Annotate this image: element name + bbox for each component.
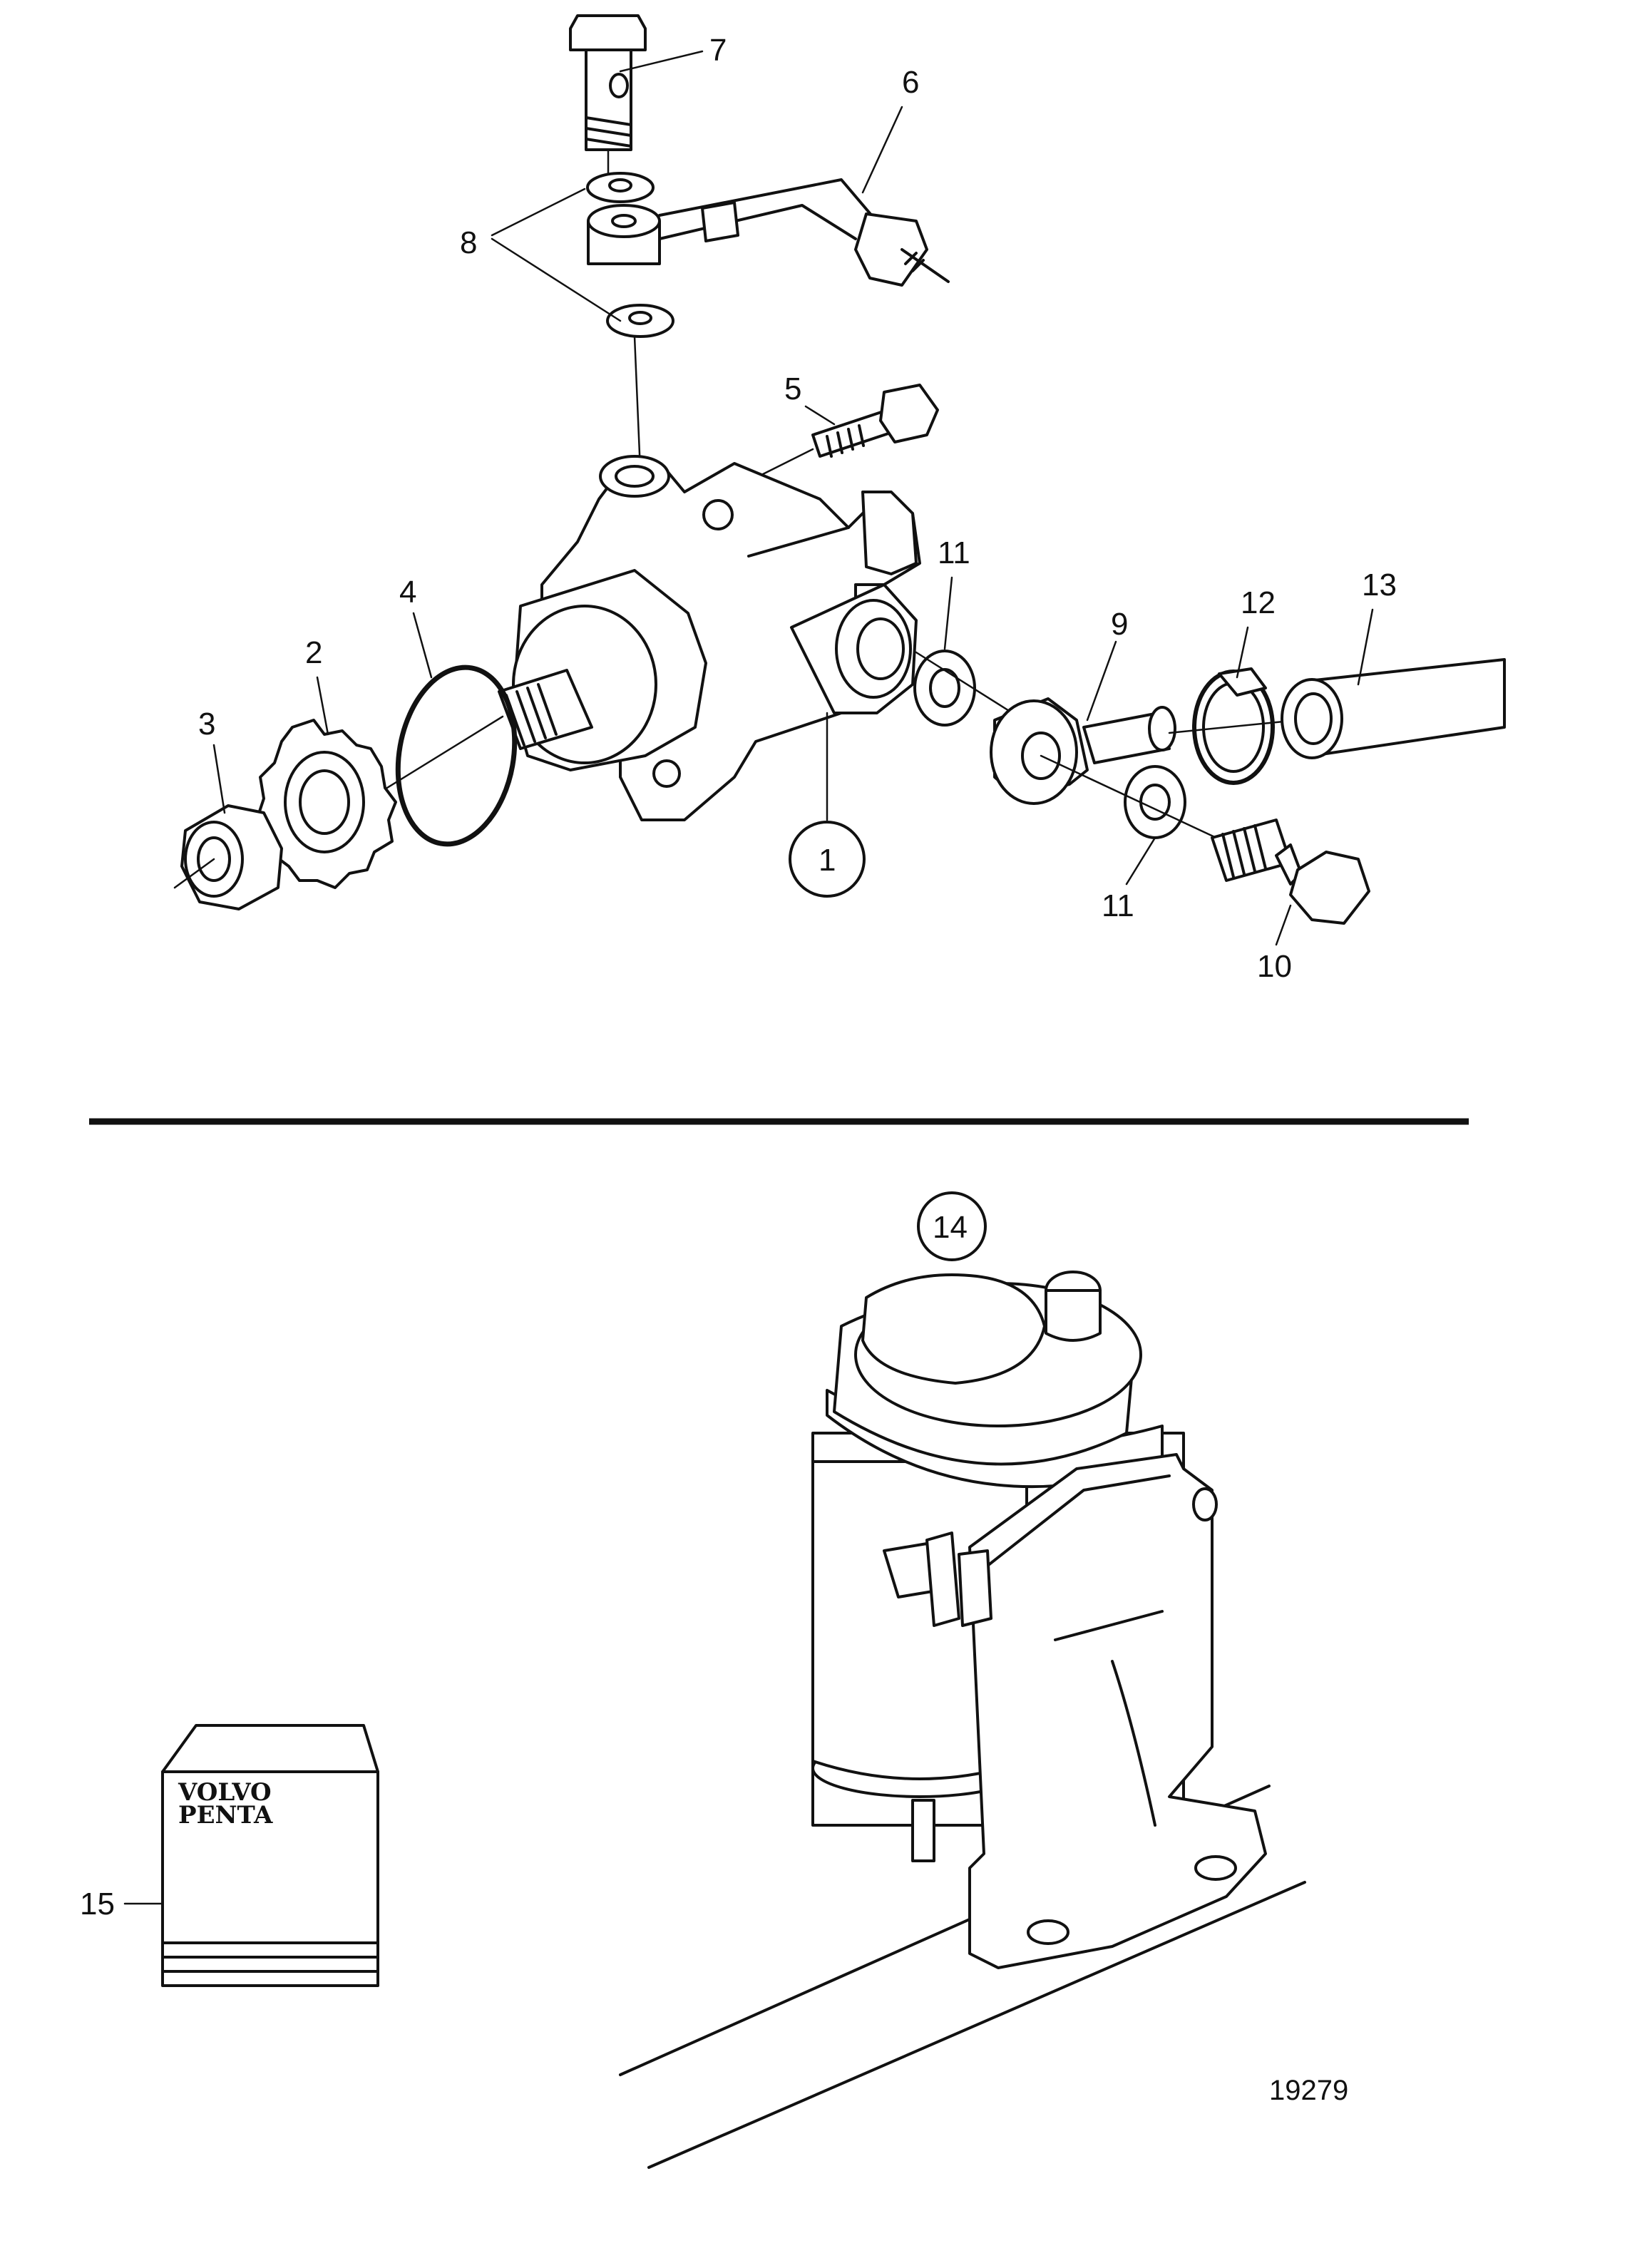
callout-4: 4 [399,575,416,610]
callout-9: 9 [1111,607,1128,642]
sealing-washer-top [586,172,655,203]
instruction-manual-15 [161,1724,379,1987]
callout-5: 5 [784,371,801,406]
callout-14-circle [917,1191,987,1261]
callout-11-lower: 11 [1102,888,1134,923]
banjo-fitting-9 [990,697,1176,805]
callout-14: 14 [933,1210,968,1245]
callout-8: 8 [460,225,477,260]
mounting-bolt-5 [811,384,939,458]
fuel-hose-13 [1281,658,1506,759]
callout-1: 1 [819,843,836,878]
callout-11-upper: 11 [938,535,970,570]
callout-7: 7 [709,33,727,68]
banjo-bolt-10 [1211,818,1370,925]
washer-11-lower [1124,765,1186,839]
washer-11-upper [913,650,976,727]
callout-12: 12 [1241,585,1276,620]
callout-10: 10 [1257,949,1292,984]
nut-3 [180,804,283,910]
banjo-bolt-7 [569,14,647,151]
callout-1-circle [789,821,866,898]
fuel-pipe-6 [658,178,950,287]
fluid-reservoir [811,1271,1267,1969]
manual-brand-line2: PENTA [178,1801,273,1830]
o-ring-4 [395,664,518,847]
hose-clamp-12 [1192,667,1275,785]
callout-2: 2 [305,635,322,670]
sealing-washer-bottom [606,304,674,338]
figure-number: 19279 [1269,2075,1348,2106]
callout-6: 6 [902,65,919,100]
callout-15: 15 [80,1887,115,1921]
drive-gear-2 [255,719,397,889]
banjo-fitting [587,204,661,265]
manual-brand-line1: VOLVO [178,1778,272,1807]
fuel-pump-body [498,455,921,821]
callout-13: 13 [1362,568,1397,602]
leader-lines [212,50,1374,946]
callout-3: 3 [198,707,215,741]
